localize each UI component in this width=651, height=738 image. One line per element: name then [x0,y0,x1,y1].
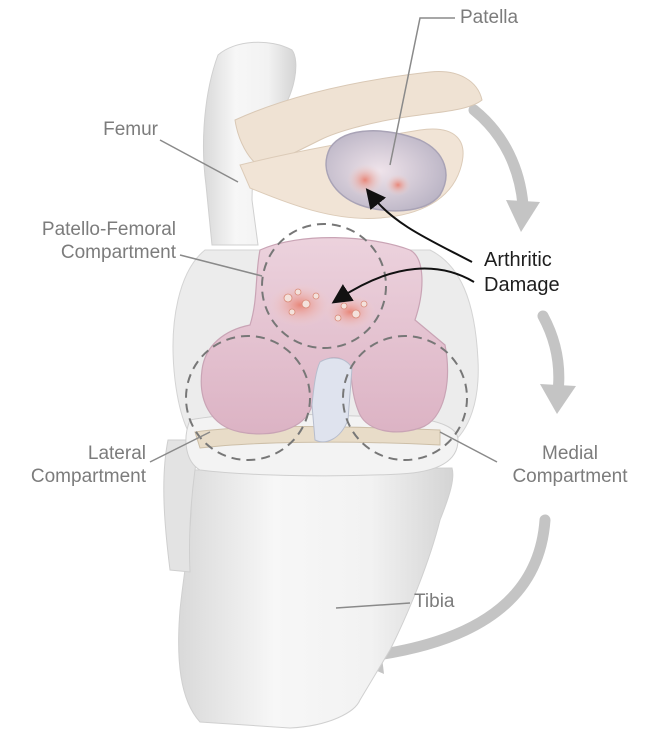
label-arthritic-damage-line2: Damage [484,273,560,298]
label-patello-femoral-line1: Patello-Femoral [14,218,176,241]
label-lateral-line2: Compartment [0,465,146,488]
patella-damage-2 [385,174,411,196]
label-tibia: Tibia [414,590,454,613]
patella-damage-1 [347,164,383,196]
label-lateral-line1: Lateral [0,442,146,465]
label-arthritic-damage: Arthritic Damage [484,248,560,298]
label-lateral: Lateral Compartment [0,442,146,488]
tibia-bone [179,468,453,728]
label-medial-line1: Medial [494,442,646,465]
label-medial: Medial Compartment [494,442,646,488]
label-patello-femoral: Patello-Femoral Compartment [14,218,176,264]
label-arthritic-damage-line1: Arthritic [484,248,560,273]
label-femur: Femur [70,118,158,141]
flow-arrow-middle [543,316,559,392]
label-medial-line2: Compartment [494,465,646,488]
trochlea-damage-2 [324,294,376,330]
label-patello-femoral-line2: Compartment [14,241,176,264]
flow-arrow-top [474,110,523,205]
label-patella: Patella [460,6,518,29]
